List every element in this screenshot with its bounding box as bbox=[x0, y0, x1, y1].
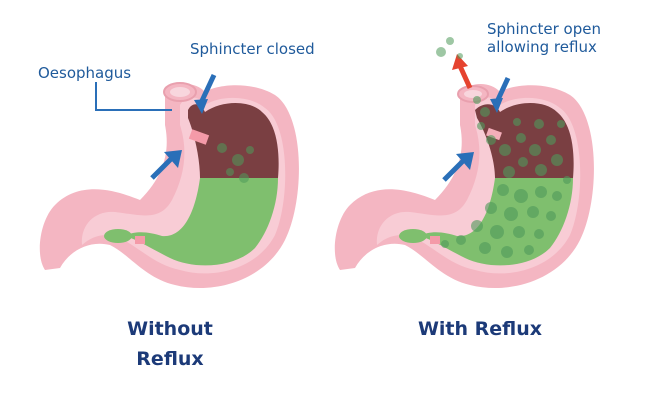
label-sphincter-open-line2: allowing reflux bbox=[487, 38, 597, 56]
bubble-left-3 bbox=[226, 168, 234, 176]
arrow-icon bbox=[150, 150, 182, 180]
pylorus-left bbox=[135, 236, 145, 244]
acid-left bbox=[125, 178, 278, 266]
label-sphincter-closed: Sphincter closed bbox=[190, 40, 315, 58]
sphincter-closed-band bbox=[188, 129, 210, 145]
stomach-without-reflux bbox=[39, 82, 299, 289]
bubble-left-4 bbox=[246, 146, 254, 154]
acid-pocket-left bbox=[104, 229, 132, 243]
bubble-left-2 bbox=[232, 154, 244, 166]
bubble-left-1 bbox=[217, 143, 227, 153]
acid-pocket-right bbox=[399, 229, 427, 243]
oesophagus-opening-right bbox=[464, 90, 482, 98]
acid-bubbles bbox=[441, 96, 571, 258]
stomach-cavity-left bbox=[188, 103, 279, 178]
stomach-with-reflux bbox=[334, 84, 594, 289]
caption-without-reflux-line2: Reflux bbox=[136, 348, 204, 370]
oesophagus-leader-line bbox=[95, 82, 172, 111]
sphincter-open-band bbox=[486, 127, 502, 141]
red-arrow-icon bbox=[452, 54, 473, 90]
arrow-icon bbox=[490, 76, 511, 113]
arrow-icon bbox=[442, 152, 474, 182]
oesophagus-opening-left bbox=[170, 87, 190, 97]
pylorus-right bbox=[430, 236, 440, 244]
caption-without-reflux-line1: Without bbox=[127, 318, 213, 340]
caption-with-reflux: With Reflux bbox=[417, 318, 543, 340]
arrow-icon bbox=[194, 73, 217, 114]
escaping-bubbles bbox=[436, 37, 463, 59]
label-oesophagus: Oesophagus bbox=[38, 64, 132, 82]
label-sphincter-open-line1: Sphincter open bbox=[487, 20, 601, 38]
bubble-left-5 bbox=[239, 173, 249, 183]
